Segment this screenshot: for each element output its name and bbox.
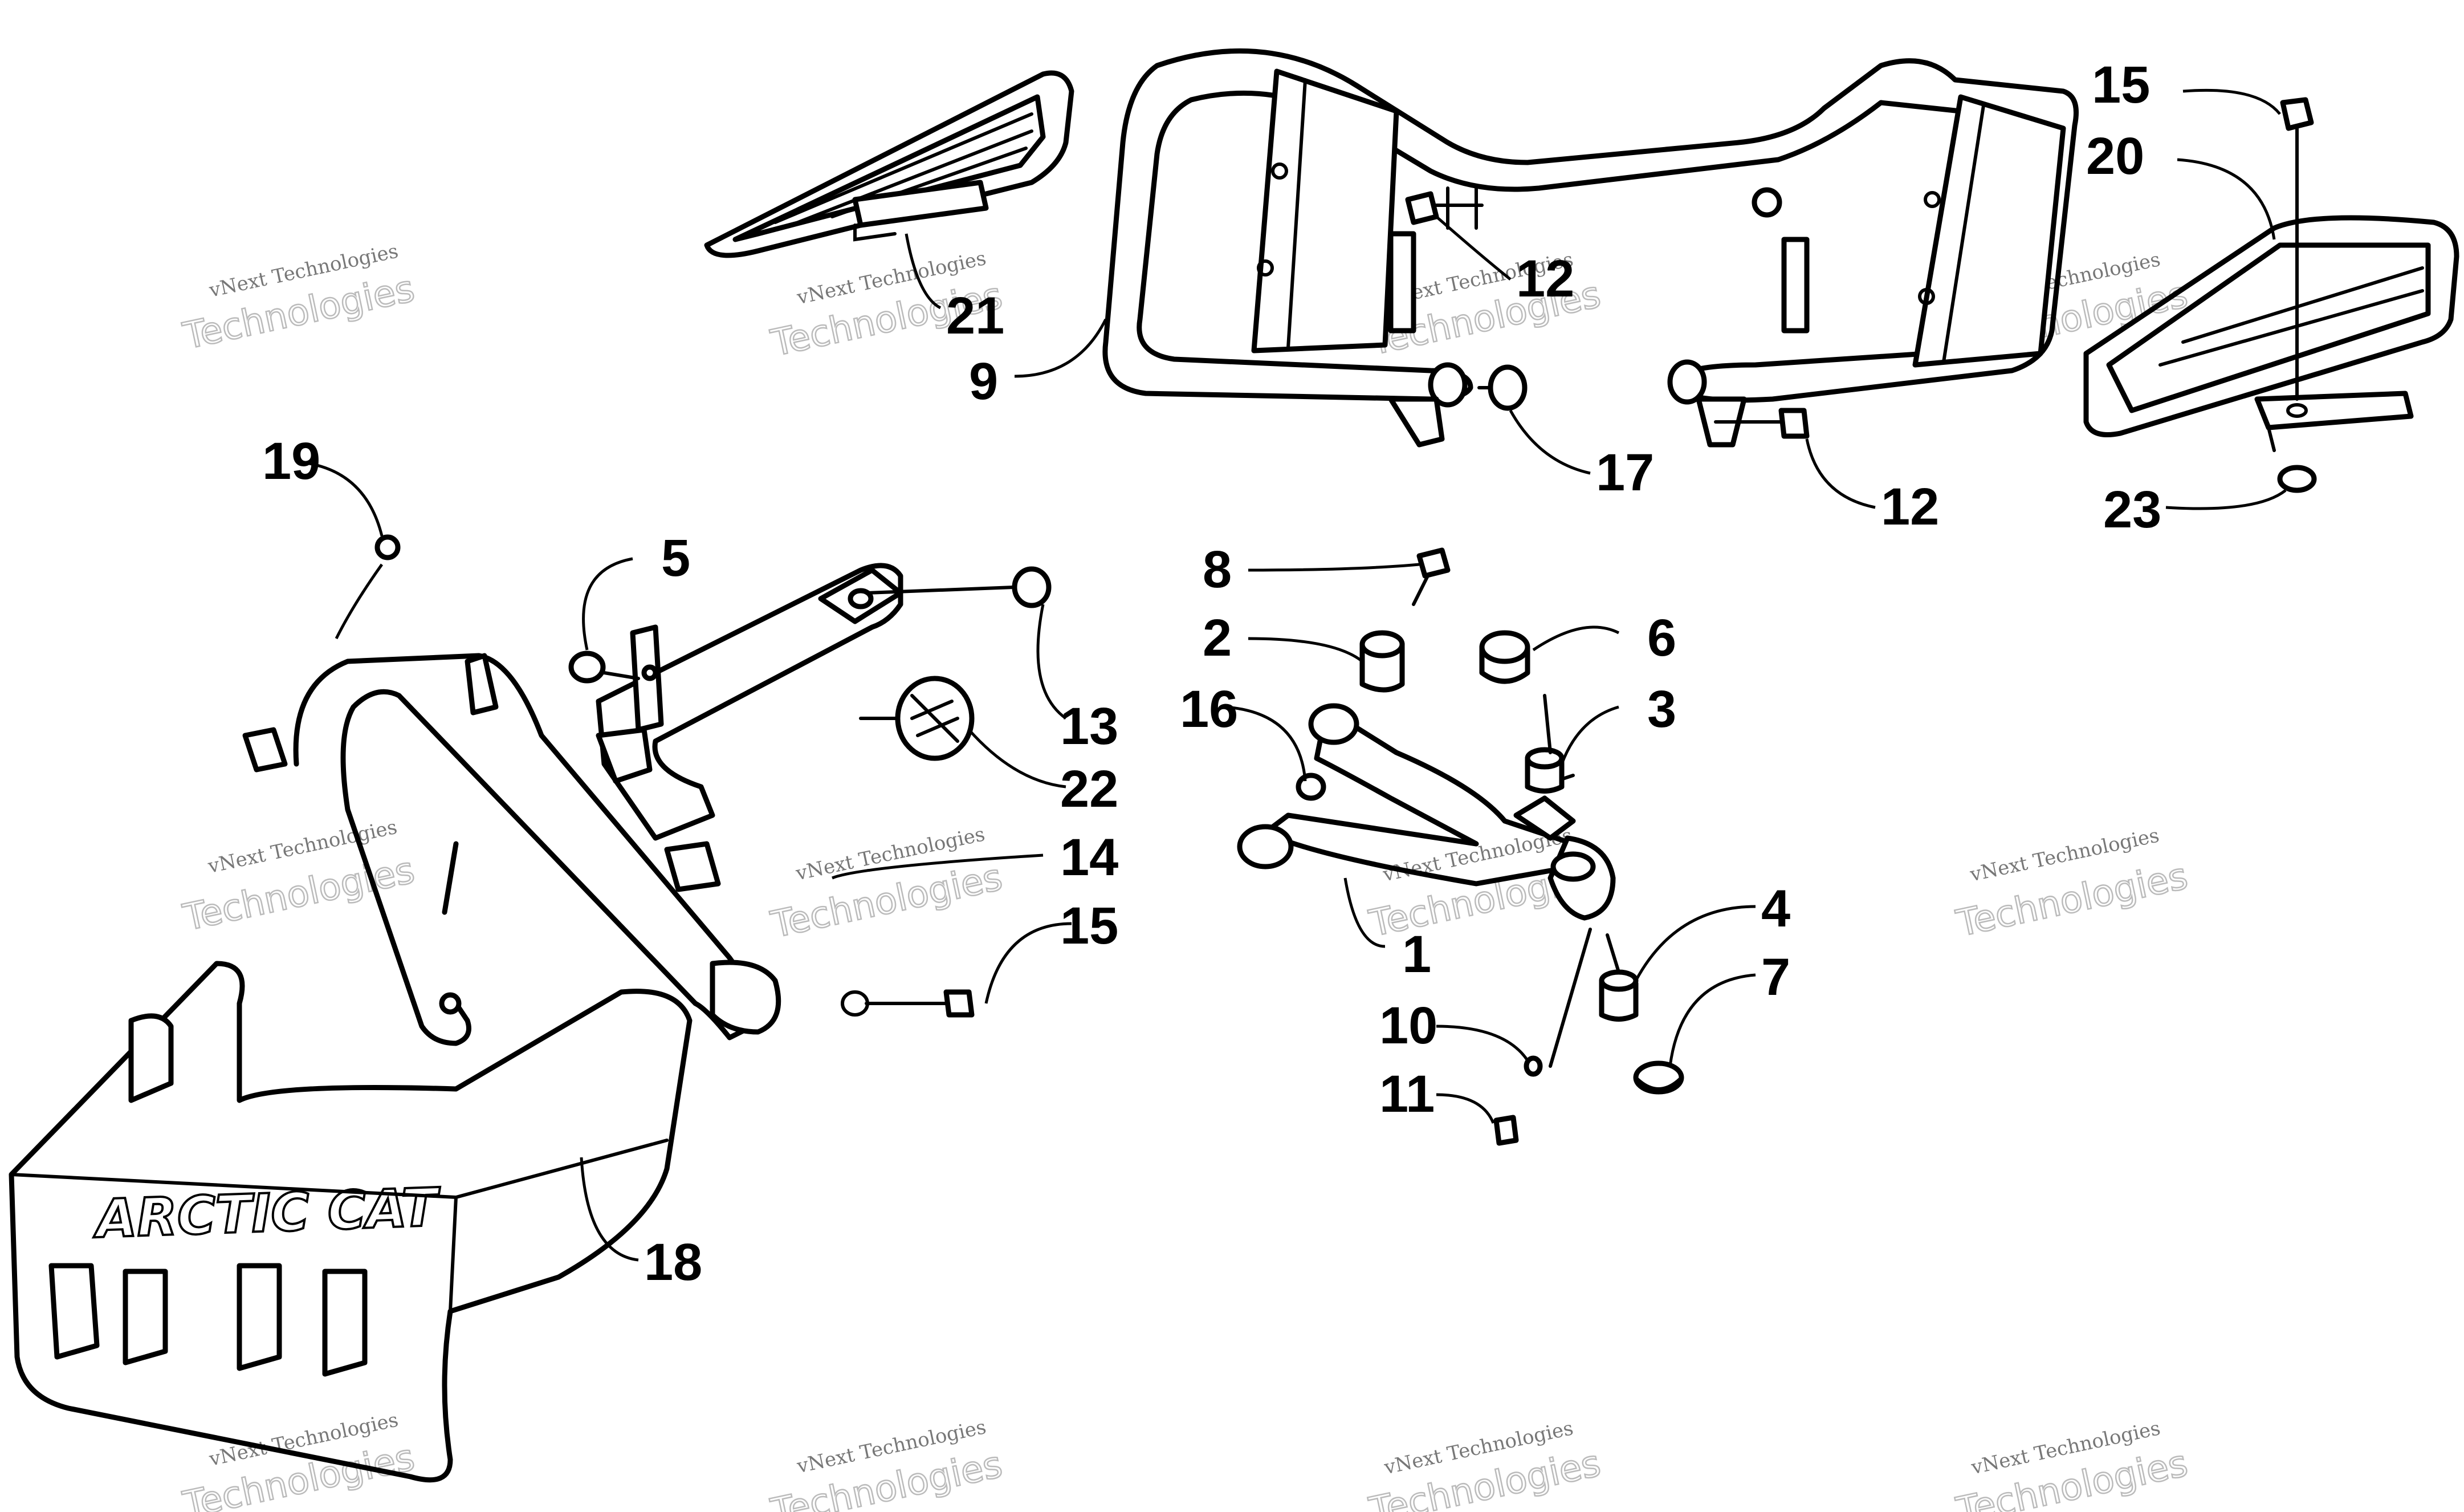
- callout-6: 6: [1647, 609, 1676, 667]
- callout-23: 23: [2103, 481, 2161, 539]
- footrest-right-part: [2083, 215, 2459, 452]
- callout-22: 22: [1060, 760, 1118, 818]
- bolt-15-top-part: [2280, 97, 2314, 401]
- reflector-22-part: [859, 676, 975, 761]
- footrest-left-part: [704, 70, 1074, 258]
- callout-4: 4: [1761, 880, 1790, 938]
- washer-23-part: [2277, 465, 2317, 493]
- callout-12-upper: 12: [1516, 250, 1574, 308]
- callout-18: 18: [644, 1233, 702, 1291]
- callout-12-lower: 12: [1881, 478, 1939, 536]
- callout-5: 5: [661, 529, 690, 587]
- front-bumper-part: [242, 653, 975, 1046]
- a-arm-part: [1237, 703, 1616, 1068]
- footrest-frame-part: [1102, 48, 2079, 448]
- callout-labels: 21 9 12 17 12 15 20 23 19 5 13 22 14 15 …: [262, 56, 2161, 1291]
- callout-11: 11: [1379, 1065, 1435, 1123]
- callout-16: 16: [1180, 680, 1238, 738]
- callout-14: 14: [1060, 828, 1118, 887]
- skid-plate-part: ARCTIC CAT: [9, 961, 693, 1483]
- callout-15-mid: 15: [1060, 897, 1118, 955]
- brand-logo-text: ARCTIC CAT: [92, 1177, 442, 1250]
- watermarks: vNext Technologies Technologies vNext Te…: [179, 239, 2192, 1512]
- leader-lines: [296, 88, 2287, 1262]
- plug-17-part: [1477, 364, 1528, 411]
- callout-17: 17: [1596, 444, 1654, 502]
- callout-3: 3: [1647, 680, 1676, 738]
- bushing-4-part: [1599, 933, 1639, 1022]
- callout-19: 19: [262, 432, 320, 490]
- cap-6-part: [1479, 630, 1530, 684]
- nut-13-part: [865, 566, 1052, 608]
- bolt-19-part: [335, 534, 401, 640]
- cap-11-part: [1493, 1115, 1519, 1146]
- nut-16-part: [1296, 773, 1326, 801]
- callout-7: 7: [1761, 948, 1790, 1006]
- cap-7-part: [1633, 1060, 1684, 1095]
- callout-15-top: 15: [2092, 56, 2150, 114]
- bushing-2-part: [1359, 630, 1405, 693]
- bolt-8-part: [1412, 547, 1451, 606]
- bolt-12-lower-part: [1714, 408, 1810, 439]
- callout-21: 21: [946, 287, 1004, 345]
- callout-20: 20: [2086, 127, 2144, 185]
- nut-10-part: [1524, 1055, 1543, 1077]
- callout-10: 10: [1379, 997, 1437, 1055]
- bracket-part: [596, 563, 903, 892]
- bushing-3-part: [1525, 694, 1565, 794]
- callout-9: 9: [969, 352, 998, 410]
- nut-5-part: [568, 651, 640, 684]
- callout-13: 13: [1060, 697, 1118, 755]
- callout-1: 1: [1402, 925, 1431, 983]
- callout-2: 2: [1203, 609, 1232, 667]
- bolt-12-upper-part: [1405, 186, 1484, 230]
- callout-8: 8: [1203, 540, 1232, 599]
